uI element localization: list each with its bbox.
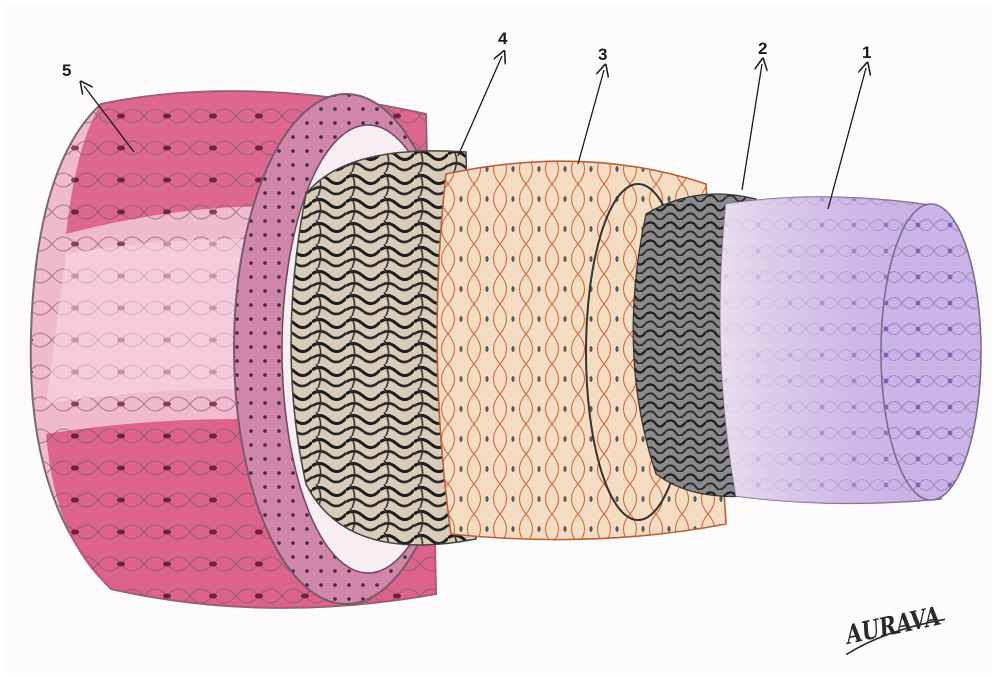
label-number-4: 4 (498, 29, 508, 48)
layer-1-endothelium (720, 197, 981, 503)
label-number-2: 2 (758, 39, 767, 58)
label-number-3: 3 (598, 45, 607, 64)
label-number-5: 5 (62, 61, 71, 80)
blood-vessel-drawing: 5 4 3 2 1 AURAVA (6, 4, 991, 673)
label-number-1: 1 (862, 43, 871, 62)
